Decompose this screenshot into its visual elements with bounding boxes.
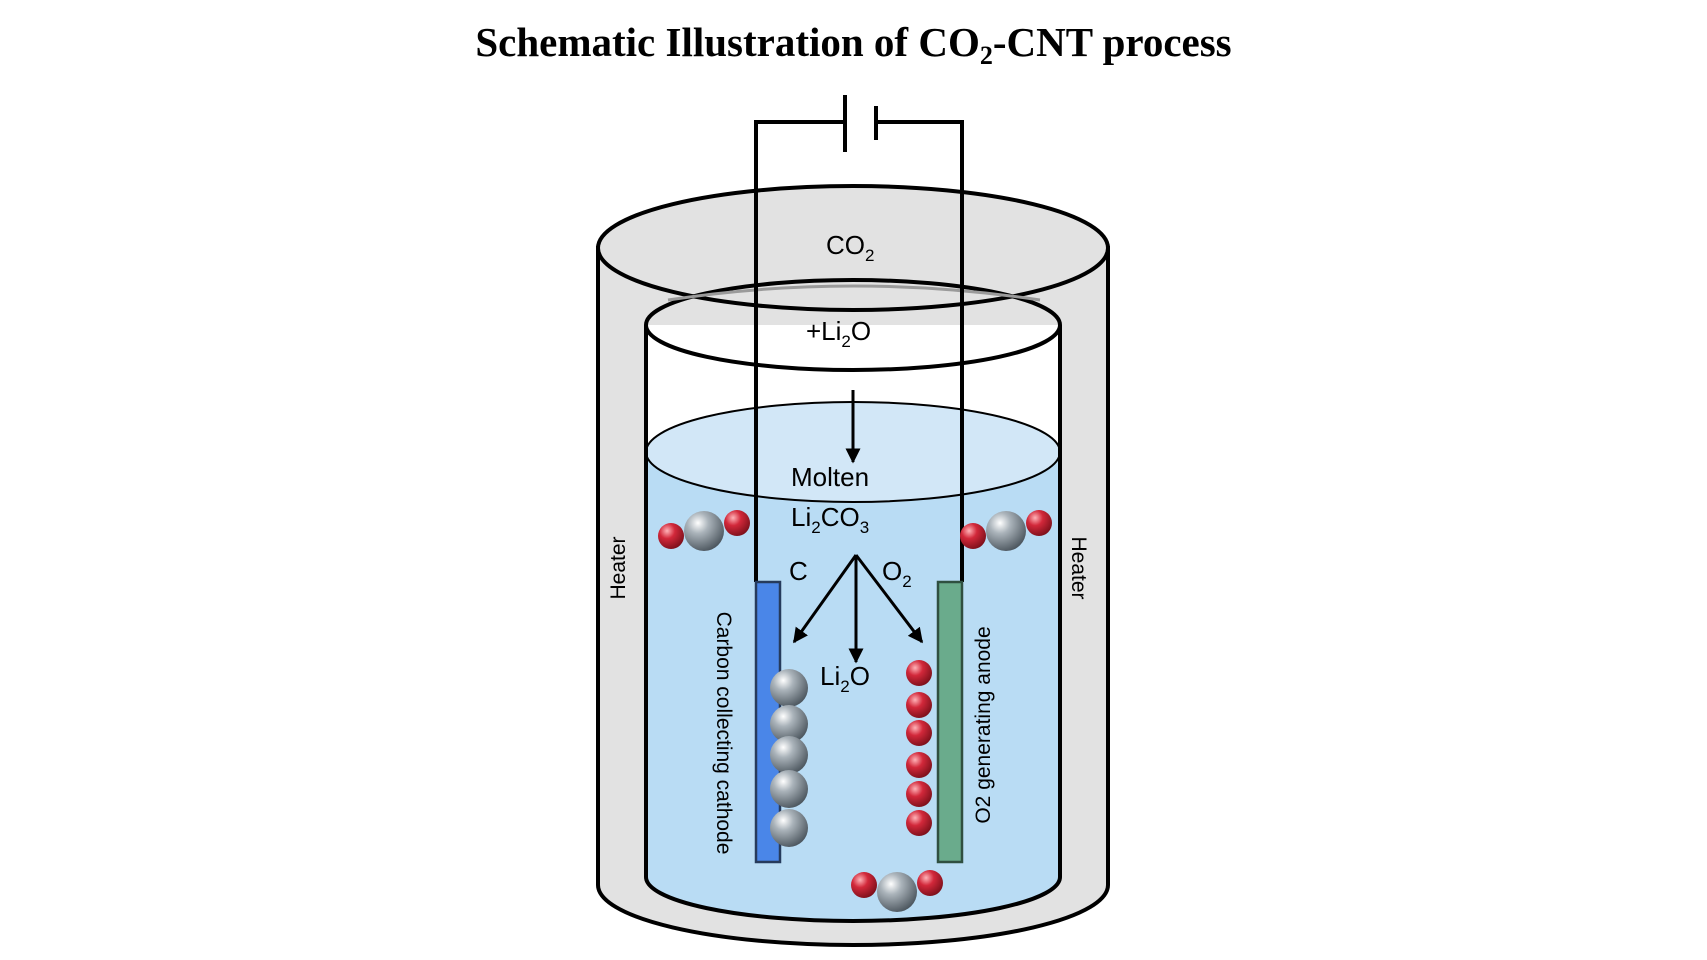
carbon-deposit	[770, 669, 808, 847]
label-heater-left: Heater	[607, 536, 630, 599]
co2-molecule-bottom	[851, 870, 943, 912]
o2-generating-anode	[936, 580, 964, 864]
label-anode: O2 generating anode	[972, 626, 995, 823]
heater-rim	[596, 184, 1110, 312]
label-heater-right: Heater	[1067, 536, 1090, 599]
co2-molecule-left	[658, 510, 750, 551]
wire-right	[877, 120, 964, 582]
title-suffix: -CNT process	[992, 19, 1232, 65]
crucible-rim	[644, 278, 1062, 372]
co2-molecule-right	[960, 510, 1052, 551]
arrow-to-o2	[854, 554, 924, 644]
wire-left	[754, 120, 844, 582]
diagram-title: Schematic Illustration of CO2-CNT proces…	[0, 14, 1707, 70]
title-prefix: Schematic Illustration of CO	[475, 19, 980, 65]
label-molten: Molten	[791, 462, 869, 492]
crucible-rim-shadow	[667, 284, 1041, 302]
label-o2: O2	[882, 556, 912, 591]
label-li2co3: Li2CO3	[791, 502, 869, 537]
label-co2: CO2	[826, 230, 874, 265]
label-cathode: Carbon collecting cathode	[712, 612, 735, 855]
battery-gap	[845, 95, 876, 151]
oxygen-bubbles	[906, 660, 932, 836]
label-carbon: C	[789, 556, 808, 586]
label-li2o-input: +Li2O	[806, 316, 871, 351]
label-li2o-output: Li2O	[820, 661, 870, 696]
title-subscript: 2	[979, 41, 993, 70]
crucible-wall	[644, 325, 1062, 923]
arrow-to-carbon	[792, 554, 858, 644]
